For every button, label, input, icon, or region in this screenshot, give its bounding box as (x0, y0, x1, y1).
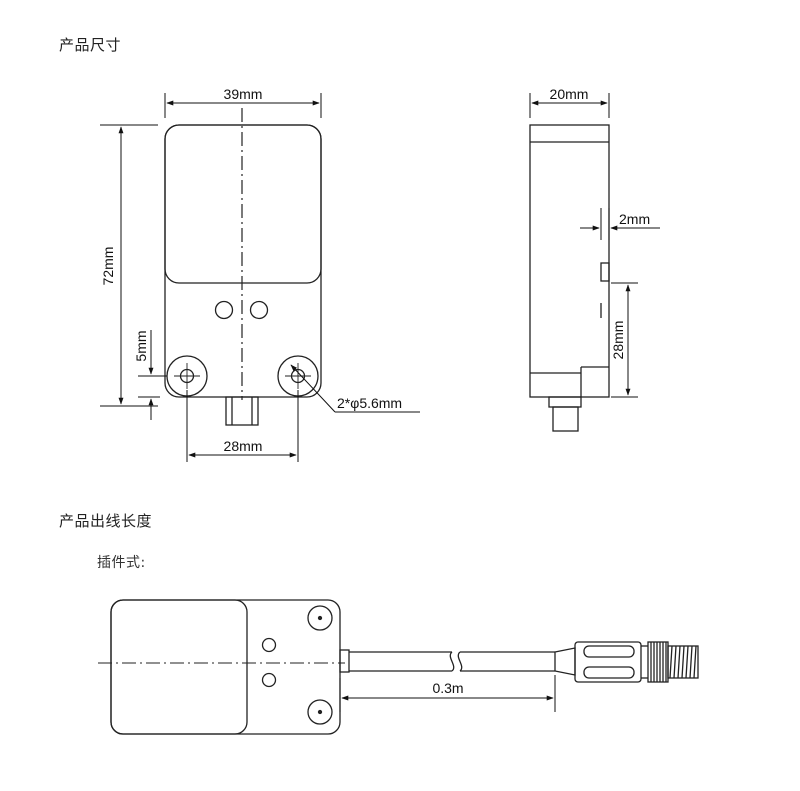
dim-hole-spacing-28: 28mm (224, 438, 263, 454)
connector-sleeve (574, 641, 642, 683)
cable-view-window (110, 599, 248, 735)
cable-view-body (110, 599, 341, 735)
section-title-cable-length: 产品出线长度 (59, 512, 153, 530)
side-step (600, 262, 610, 282)
dim-cable-length: 0.3m (432, 680, 463, 696)
dim-hole-offset-5: 5mm (133, 330, 149, 361)
dim-depth-20: 20mm (550, 86, 589, 102)
front-view (164, 108, 322, 426)
cable-view-hole-bottom (307, 699, 333, 725)
front-window (164, 124, 322, 284)
side-connector (548, 396, 582, 408)
subtitle-plug-type: 插件式: (97, 555, 146, 571)
cable-view-hole-top (307, 605, 333, 631)
cable-view (98, 599, 699, 735)
side-view (529, 124, 610, 432)
section-title-product-size: 产品尺寸 (59, 36, 122, 54)
dim-lower-28: 28mm (610, 321, 626, 360)
front-connector (225, 396, 259, 426)
side-body (529, 124, 610, 398)
connector-thread (667, 645, 699, 679)
led-hole-right (249, 300, 269, 320)
dim-hole-diameter: 2*φ5.6mm (337, 395, 402, 411)
cable-gland (339, 649, 350, 673)
led-hole-left (214, 300, 234, 320)
dim-height-72: 72mm (100, 247, 116, 286)
dim-width-39: 39mm (224, 86, 263, 102)
connector-boot (554, 647, 576, 676)
dim-step-2: 2mm (619, 211, 650, 227)
